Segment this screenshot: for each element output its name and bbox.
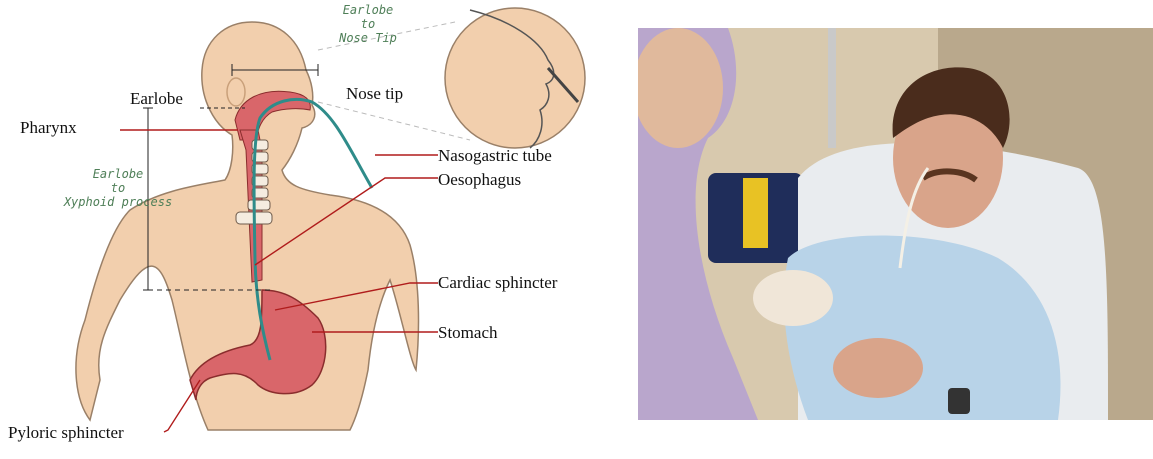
- label-earlobe: Earlobe: [130, 89, 183, 108]
- patient-ng-tube-photo: [638, 28, 1153, 420]
- nose-detail-inset: [445, 8, 585, 148]
- label-cardiac-sphincter: Cardiac sphincter: [438, 273, 558, 292]
- photo-wall-fixture: [828, 28, 836, 148]
- label-nose-tip: Nose tip: [346, 84, 403, 103]
- label-oesophagus: Oesophagus: [438, 170, 521, 189]
- meas-nose-line-3: Nose Tip: [338, 31, 397, 45]
- photo-equipment-yellow: [743, 178, 768, 248]
- photo-patient-hand: [833, 338, 923, 398]
- label-pharynx: Pharynx: [20, 118, 77, 137]
- label-stomach: Stomach: [438, 323, 498, 342]
- meas-nose-line-1: Earlobe: [343, 3, 394, 17]
- meas-xyphoid-line-2: to: [111, 181, 125, 195]
- ng-tube-anatomy-diagram: Earlobe Pharynx Nose tip Nasogastric tub…: [0, 0, 600, 459]
- label-pyloric-sphincter: Pyloric sphincter: [8, 423, 124, 442]
- photo-gloved-hand: [753, 270, 833, 326]
- label-nasogastric-tube: Nasogastric tube: [438, 146, 552, 165]
- photo-wristwatch: [948, 388, 970, 414]
- meas-xyphoid-line-1: Earlobe: [93, 167, 144, 181]
- meas-nose-line-2: to: [361, 17, 375, 31]
- meas-xyphoid-line-3: Xyphoid process: [63, 195, 172, 209]
